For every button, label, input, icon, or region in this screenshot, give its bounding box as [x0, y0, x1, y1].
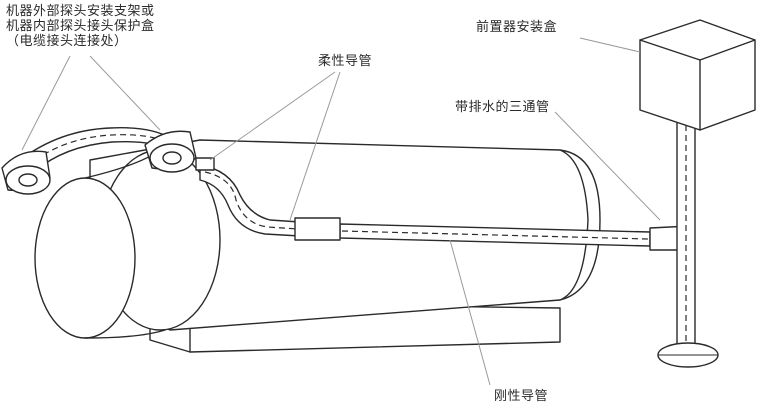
- rigid-conduit-label: 刚性导管: [494, 389, 549, 404]
- probe-label-line1: 机器外部探头安装支架或: [6, 4, 155, 19]
- probe-bracket-left: [1, 150, 51, 195]
- flexible-conduit-label: 柔性导管: [318, 54, 373, 69]
- preamp-box: [639, 19, 756, 131]
- drain-tee-label: 带排水的三通管: [455, 100, 550, 115]
- probe-bracket-right: [144, 130, 215, 173]
- drain-tee: [649, 109, 719, 368]
- probe-label-line3: （电缆接头连接处）: [6, 34, 128, 49]
- leader-lines: [21, 37, 661, 386]
- probe-bracket-label: 机器外部探头安装支架或 机器内部探头接头保护盒 （电缆接头连接处）: [6, 4, 155, 49]
- probe-label-line2: 机器内部探头接头保护盒: [6, 19, 155, 34]
- preamp-box-label: 前置器安装盒: [476, 20, 558, 35]
